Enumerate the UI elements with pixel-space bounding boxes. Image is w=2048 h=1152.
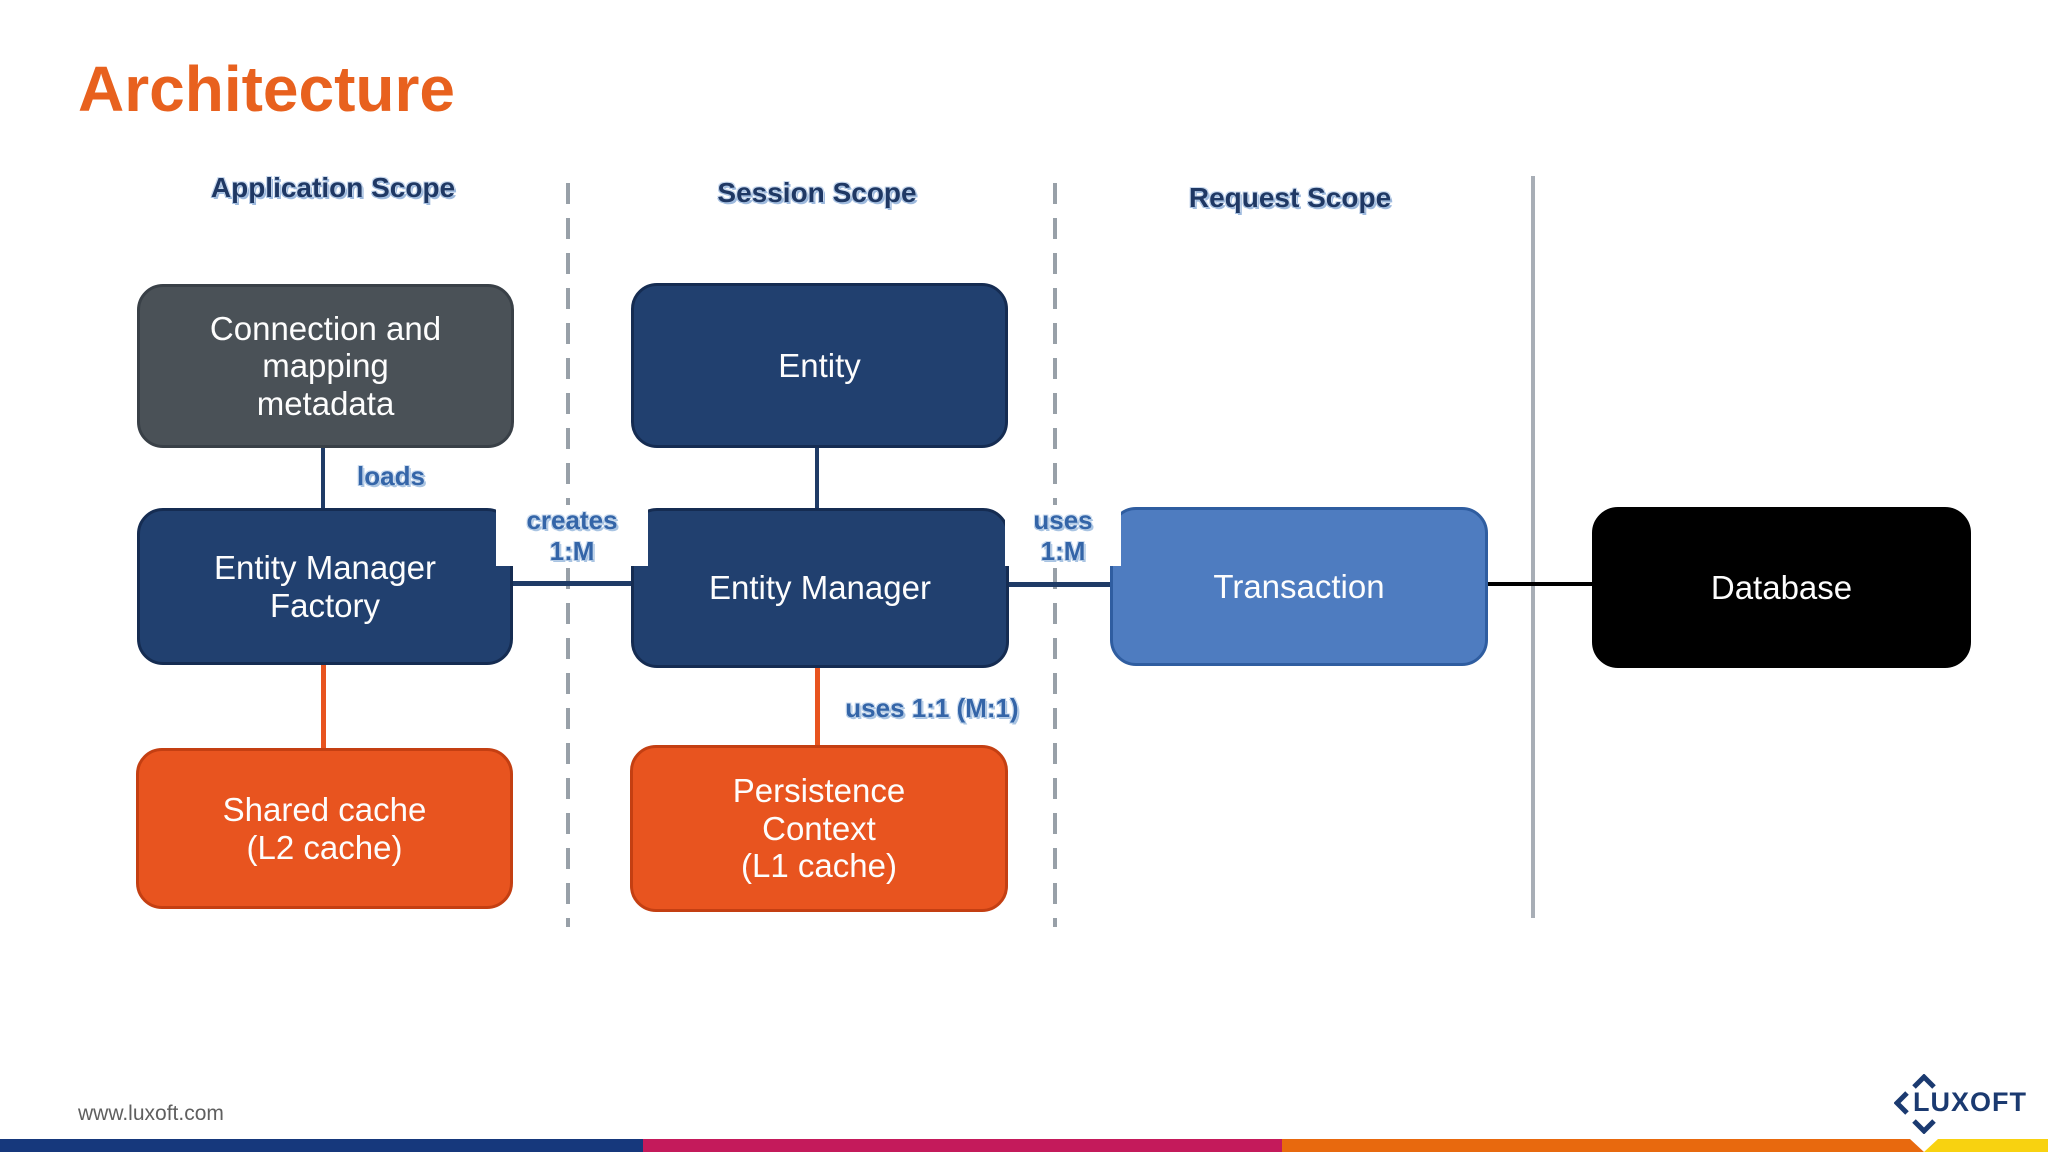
brand-bar-orange [1282, 1139, 1924, 1152]
node-label-line: Context [762, 809, 876, 847]
node-label-line: Persistence [732, 772, 906, 810]
node-connection-metadata: Connection and mapping metadata [137, 284, 514, 448]
node-transaction: Transaction [1110, 507, 1488, 666]
scope-label-application: Application Scope [210, 172, 456, 203]
connector-factory-to-manager [505, 581, 633, 586]
brand-bar-crimson [643, 1139, 1282, 1152]
node-entity: Entity [631, 283, 1008, 448]
node-entity-manager-factory: Entity Manager Factory [137, 508, 513, 665]
node-label-line: mapping [262, 347, 389, 385]
edge-label-line: 1:M [1040, 535, 1086, 566]
node-label-line: Shared cache [222, 790, 427, 828]
edge-label-line: 1:M [549, 535, 595, 566]
divider-request-database [1531, 176, 1535, 918]
brand-bar-yellow [1924, 1139, 2048, 1152]
connector-entity-to-manager [815, 440, 819, 510]
footer-url: www.luxoft.com [78, 1102, 224, 1125]
edge-label-loads: loads [357, 461, 425, 491]
connector-metadata-to-factory [321, 440, 325, 510]
node-entity-manager: Entity Manager [631, 508, 1009, 668]
connector-manager-to-transaction [1001, 582, 1112, 587]
connector-transaction-to-database [1480, 582, 1594, 586]
brand-bar-navy [0, 1139, 643, 1152]
node-label-line: Entity Manager [214, 548, 436, 586]
node-label: Entity Manager [709, 569, 931, 607]
node-label-line: (L2 cache) [246, 828, 403, 866]
node-persistence-context: Persistence Context (L1 cache) [630, 745, 1008, 912]
chevron-down-icon [1912, 1119, 1936, 1134]
chevron-left-icon [1894, 1090, 1909, 1115]
node-shared-cache: Shared cache (L2 cache) [136, 748, 513, 909]
connector-factory-to-shared-cache [321, 657, 326, 750]
scope-label-session: Session Scope [717, 177, 917, 208]
node-database: Database [1592, 507, 1971, 668]
edge-label-uses-persistence: uses 1:1 (M:1) [845, 693, 1019, 723]
chevron-up-icon [1912, 1074, 1936, 1089]
edge-label-creates: creates 1:M [496, 505, 648, 567]
page-title: Architecture [78, 53, 455, 125]
edge-label-uses: uses 1:M [1005, 505, 1121, 567]
node-label-line: (L1 cache) [741, 847, 897, 885]
connector-manager-to-persistence [815, 660, 820, 747]
node-label-line: Connection and [209, 309, 442, 347]
scope-label-request: Request Scope [1188, 182, 1392, 213]
node-label-line: metadata [256, 384, 395, 422]
edge-label-line: uses [1033, 505, 1093, 535]
node-label: Database [1710, 568, 1853, 606]
node-label-line: Factory [269, 586, 381, 624]
node-label: Entity [778, 346, 861, 384]
logo-text: LUXOFT [1913, 1087, 2027, 1117]
node-label: Transaction [1213, 567, 1385, 605]
edge-label-line: creates [526, 505, 618, 535]
logo-text-row: LUXOFT [1894, 1089, 2027, 1116]
